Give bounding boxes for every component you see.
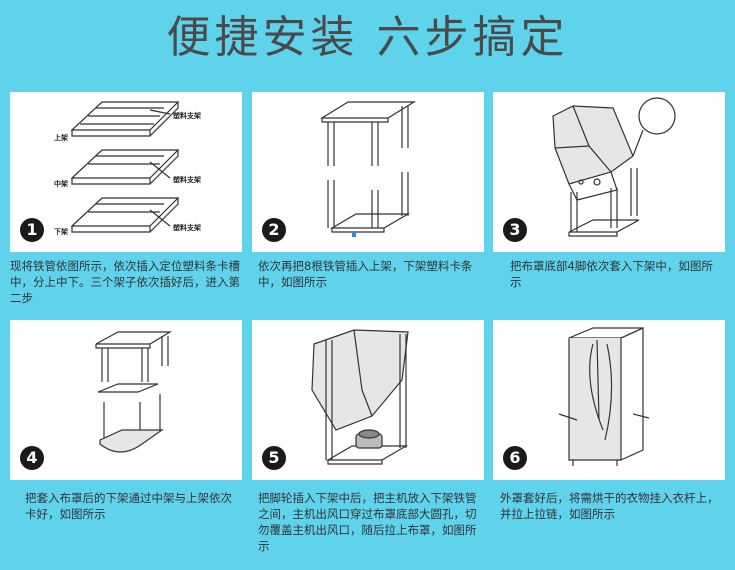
step-5-illustration [311,329,409,465]
step-4-caption: 把套入布罩后的下架通过中架与上架依次卡好，如图所示 [25,491,232,521]
step-4-panel: 4 [10,320,242,480]
page-title: 便捷安装 六步搞定 [166,12,569,63]
step-5-caption: 把脚轮插入下架中后，把主机放入下架铁管之间，主机出风口穿过布罩底部大圆孔，切勿覆… [258,491,477,553]
step-1-illustration [70,101,180,233]
step-6-illustration [558,327,650,466]
step-number: 1 [20,218,44,242]
step-number: 3 [503,218,527,242]
step-1-panel: 上架 中架 下架 塑料支架 塑料支架 塑料支架 1 [10,92,242,252]
step-2-illustration [319,101,417,237]
step-number: 4 [20,446,44,470]
step-3-illustration [552,97,676,237]
step-2-caption: 依次再把8根铁管插入上架，下架塑料卡条中，如图所示 [258,259,473,289]
step-3-caption: 把布罩底部4脚依次套入下架中，如图所示 [510,259,713,289]
step-3-panel: 3 [493,92,725,252]
step-6-caption: 外罩套好后，将需烘干的衣物挂入衣杆上，并拉上拉链，如图所示 [500,491,719,521]
step-1-caption: 现将铁管依图所示，依次插入定位塑料条卡槽中，分上中下。三个架子依次插好后，进入第… [10,259,240,305]
step-5-panel: 5 [252,320,484,480]
step-number: 5 [262,446,286,470]
step-4-illustration [95,331,173,453]
step-number: 2 [262,218,286,242]
step-number: 6 [503,446,527,470]
step-6-panel: 6 [493,320,725,480]
step-2-panel: 2 [252,92,484,252]
